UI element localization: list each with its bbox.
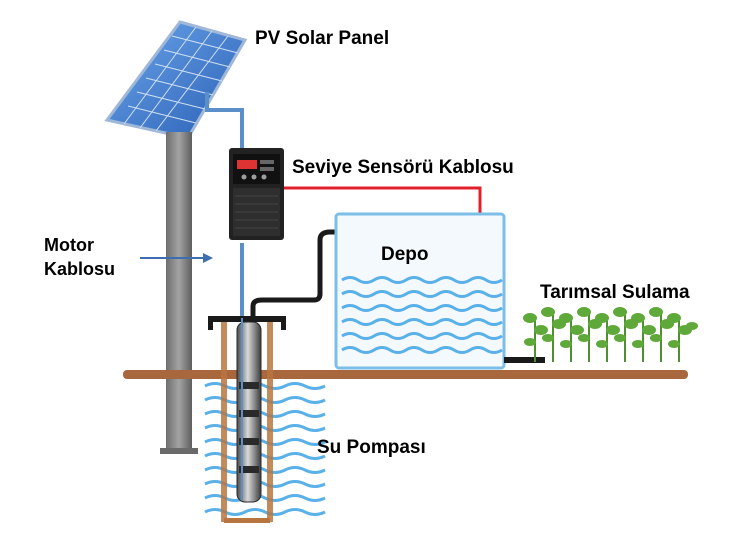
inverter-icon (229, 148, 284, 240)
well-casing (208, 316, 286, 523)
ground-line (123, 370, 688, 379)
solar-panel-icon (104, 20, 248, 140)
pump-icon (236, 318, 262, 503)
label-motor-cable-line1: Motor (44, 235, 94, 255)
tank-icon (334, 212, 506, 370)
label-level-sensor-cable: Seviye Sensörü Kablosu (292, 157, 514, 178)
label-motor-cable-line2: Kablosu (44, 259, 116, 279)
panel-pole (166, 132, 192, 450)
label-water-pump: Su Pompası (317, 437, 426, 458)
delivery-pipe (250, 229, 360, 322)
plant-icon (523, 307, 698, 362)
motor-cable (205, 92, 244, 318)
label-tank: Depo (381, 244, 429, 265)
label-pv-solar-panel: PV Solar Panel (255, 28, 390, 49)
arrow-icon (140, 253, 213, 263)
label-agricultural-irrigation: Tarımsal Sulama (540, 282, 690, 303)
